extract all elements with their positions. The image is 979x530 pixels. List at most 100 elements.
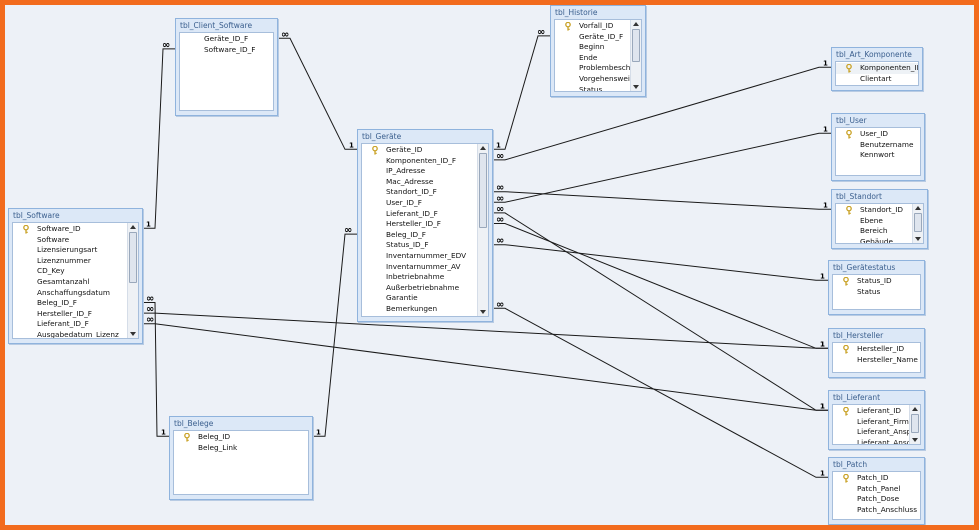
field-row[interactable]: Hersteller_ID <box>833 344 920 355</box>
scroll-up-arrow-icon[interactable] <box>480 146 486 150</box>
field-row[interactable]: Inbetriebnahme <box>362 272 477 283</box>
field-row[interactable]: Clientart <box>836 74 918 85</box>
field-row[interactable]: Status_ID <box>833 276 920 287</box>
table-title[interactable]: tbl_Patch <box>833 460 868 469</box>
scroll-up-arrow-icon[interactable] <box>130 225 136 229</box>
field-row[interactable]: Garantie <box>362 293 477 304</box>
scroll-up-arrow-icon[interactable] <box>915 206 921 210</box>
scroll-down-arrow-icon[interactable] <box>633 85 639 89</box>
scroll-down-arrow-icon[interactable] <box>480 310 486 314</box>
field-row[interactable]: Standort_ID <box>836 205 912 216</box>
relationship-line[interactable] <box>313 233 357 437</box>
table-title[interactable]: tbl_Lieferant <box>833 393 881 402</box>
field-row[interactable]: Vorgehensweise <box>555 74 630 85</box>
field-row[interactable]: Lieferant_ID_F <box>362 209 477 220</box>
scrollbar[interactable] <box>909 405 920 444</box>
field-row[interactable]: Bemerkungen <box>362 304 477 315</box>
field-row[interactable]: Außerbetriebnahme <box>362 283 477 294</box>
field-row[interactable]: Software <box>13 235 127 246</box>
scrollbar[interactable] <box>477 144 488 316</box>
field-row[interactable]: Hersteller_Name <box>833 355 920 366</box>
field-row[interactable]: Problembeschreibung <box>555 63 630 74</box>
field-row[interactable]: Ende <box>555 53 630 64</box>
relationship-line[interactable] <box>493 66 831 161</box>
field-row[interactable]: Status <box>555 85 630 91</box>
field-row[interactable]: Inventarnummer_AV <box>362 262 477 273</box>
field-row[interactable]: Patch_Panel <box>833 484 920 495</box>
field-row[interactable]: Patch_Dose <box>833 494 920 505</box>
field-row[interactable]: Lizenznummer <box>13 256 127 267</box>
relationship-line[interactable] <box>493 307 828 478</box>
scrollbar[interactable] <box>127 223 138 338</box>
field-row[interactable]: Status_ID_F <box>362 240 477 251</box>
field-row[interactable]: Bereich <box>836 226 912 237</box>
table-title[interactable]: tbl_Software <box>13 211 60 220</box>
field-row[interactable]: IP_Adresse <box>362 166 477 177</box>
scroll-thumb[interactable] <box>632 29 640 62</box>
field-row[interactable]: Status <box>833 287 920 298</box>
field-row[interactable]: Lieferant_Ansprechpartner <box>833 427 909 438</box>
relationship-line[interactable] <box>278 37 357 150</box>
field-row[interactable]: Gebäude <box>836 237 912 243</box>
relationship-line[interactable] <box>143 312 828 349</box>
field-row[interactable]: Geräte_ID_F <box>555 32 630 43</box>
field-row[interactable]: Beleg_ID <box>174 432 308 443</box>
table-title[interactable]: tbl_Hersteller <box>833 331 884 340</box>
field-row[interactable]: Geräte_ID_F <box>180 34 273 45</box>
relationship-line[interactable] <box>143 48 175 229</box>
field-row[interactable]: Vorfall_ID <box>555 21 630 32</box>
table-title[interactable]: tbl_Belege <box>174 419 214 428</box>
relationship-line[interactable] <box>143 323 828 411</box>
scrollbar[interactable] <box>630 20 641 91</box>
field-row[interactable]: Komponenten_ID_F <box>362 156 477 167</box>
field-row[interactable]: Lieferant_ID <box>833 406 909 417</box>
table-title[interactable]: tbl_Gerätestatus <box>833 263 896 272</box>
table-title[interactable]: tbl_Art_Komponente <box>836 50 912 59</box>
scroll-thumb[interactable] <box>129 232 137 284</box>
field-row[interactable]: Patch_ID <box>833 473 920 484</box>
field-row[interactable]: Patch_Anschluss <box>833 505 920 516</box>
field-row[interactable]: Mac_Adresse <box>362 177 477 188</box>
table-title[interactable]: tbl_Client_Software <box>180 21 253 30</box>
field-row[interactable]: Gesamtanzahl <box>13 277 127 288</box>
field-row[interactable]: Komponenten_ID <box>836 63 918 74</box>
field-row[interactable]: CD_Key <box>13 266 127 277</box>
field-row[interactable]: Lieferant_Firma <box>833 417 909 428</box>
field-row[interactable]: Geräte_ID <box>362 145 477 156</box>
relationship-line[interactable] <box>493 244 828 281</box>
relationship-line[interactable] <box>143 302 169 437</box>
field-row[interactable]: Hersteller_ID_F <box>362 219 477 230</box>
field-row[interactable]: Lieferant_ID_F <box>13 319 127 330</box>
scroll-down-arrow-icon[interactable] <box>130 332 136 336</box>
field-row[interactable]: Ebene <box>836 216 912 227</box>
field-row[interactable]: Lieferant_Anschrift <box>833 438 909 444</box>
scroll-down-arrow-icon[interactable] <box>912 438 918 442</box>
field-row[interactable]: User_ID <box>836 129 920 140</box>
field-row[interactable]: Hersteller_ID_F <box>13 309 127 320</box>
table-title[interactable]: tbl_Geräte <box>362 132 402 141</box>
field-row[interactable]: Ausgabedatum_Lizenz <box>13 330 127 338</box>
table-title[interactable]: tbl_User <box>836 116 867 125</box>
relationship-line[interactable] <box>493 35 550 150</box>
field-row[interactable]: Inventarnummer_EDV <box>362 251 477 262</box>
field-row[interactable]: Benutzername <box>836 140 920 151</box>
